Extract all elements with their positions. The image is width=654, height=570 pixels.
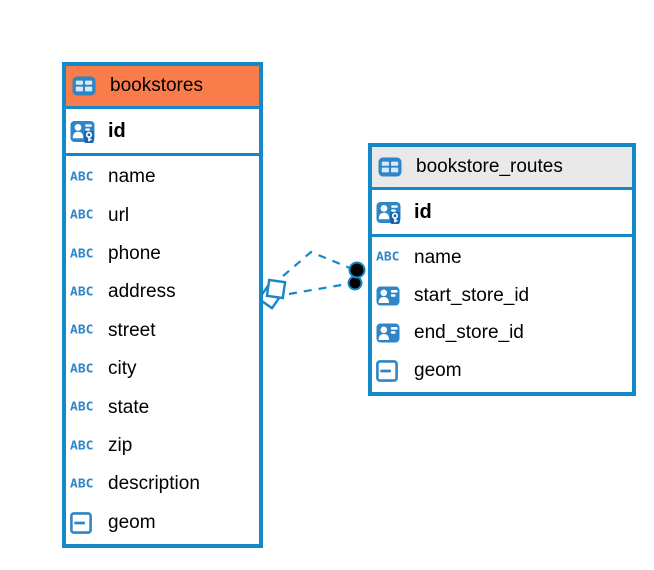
column-label: city [108, 358, 137, 380]
text-icon: ABC [70, 477, 94, 492]
geometry-icon [70, 511, 100, 534]
relationship-source-diamond-marker[interactable] [257, 278, 287, 310]
relationship-line-1[interactable] [282, 250, 351, 277]
column-row[interactable]: ABC description [66, 465, 259, 503]
text-icon: ABC [376, 250, 400, 265]
table-title: bookstores [110, 75, 203, 96]
person-icon [376, 286, 406, 306]
text-icon: ABC [70, 170, 94, 185]
geometry-icon [376, 360, 406, 383]
column-label: end_store_id [414, 322, 524, 344]
column-label: street [108, 319, 156, 341]
column-row[interactable]: ABC city [66, 350, 259, 388]
primary-key-label: id [414, 200, 432, 223]
column-row[interactable]: ABC name [66, 158, 259, 196]
column-label: name [108, 166, 156, 188]
text-icon: ABC [70, 247, 94, 261]
column-row[interactable]: ABC zip [66, 427, 259, 465]
column-row[interactable]: geom [66, 504, 259, 542]
column-row[interactable]: start_store_id [372, 277, 632, 315]
column-label: state [108, 396, 150, 418]
person-icon [376, 323, 406, 343]
column-label: address [108, 281, 176, 303]
primary-key-row[interactable]: id [66, 109, 259, 156]
column-row[interactable]: ABC url [66, 196, 259, 234]
primary-key-icon [376, 201, 406, 224]
table-icon [378, 157, 408, 177]
text-icon: ABC [70, 208, 94, 223]
table-icon [72, 76, 102, 96]
text-icon: ABC [70, 362, 94, 377]
primary-key-label: id [108, 119, 126, 142]
column-label: description [108, 473, 200, 495]
table-header[interactable]: bookstore_routes [372, 147, 632, 190]
column-row[interactable]: ABC name [372, 239, 632, 277]
primary-key-row[interactable]: id [372, 190, 632, 237]
text-icon: ABC [70, 400, 94, 415]
text-icon: ABC [70, 439, 94, 453]
column-row[interactable]: end_store_id [372, 315, 632, 353]
table-title: bookstore_routes [416, 156, 563, 177]
primary-key-icon [70, 120, 100, 143]
column-row[interactable]: geom [372, 352, 632, 390]
column-label: zip [108, 435, 133, 457]
column-row[interactable]: ABC address [66, 273, 259, 311]
entity-bookstore-routes[interactable]: bookstore_routes id ABC name [368, 143, 636, 396]
column-row[interactable]: ABC street [66, 312, 259, 350]
column-list: ABC name start_store_id end_store_id geom [372, 237, 632, 392]
relationship-target-dot-marker[interactable] [347, 261, 366, 291]
column-row[interactable]: ABC phone [66, 235, 259, 273]
column-label: url [108, 204, 130, 226]
relationship-line-2[interactable] [288, 282, 348, 296]
column-label: phone [108, 243, 161, 265]
column-row[interactable]: ABC state [66, 388, 259, 426]
text-icon: ABC [70, 323, 94, 338]
text-icon: ABC [70, 285, 94, 300]
column-label: name [414, 246, 462, 268]
column-label: geom [108, 511, 156, 533]
column-label: start_store_id [414, 284, 530, 306]
column-label: geom [414, 360, 462, 382]
table-header[interactable]: bookstores [66, 66, 259, 109]
